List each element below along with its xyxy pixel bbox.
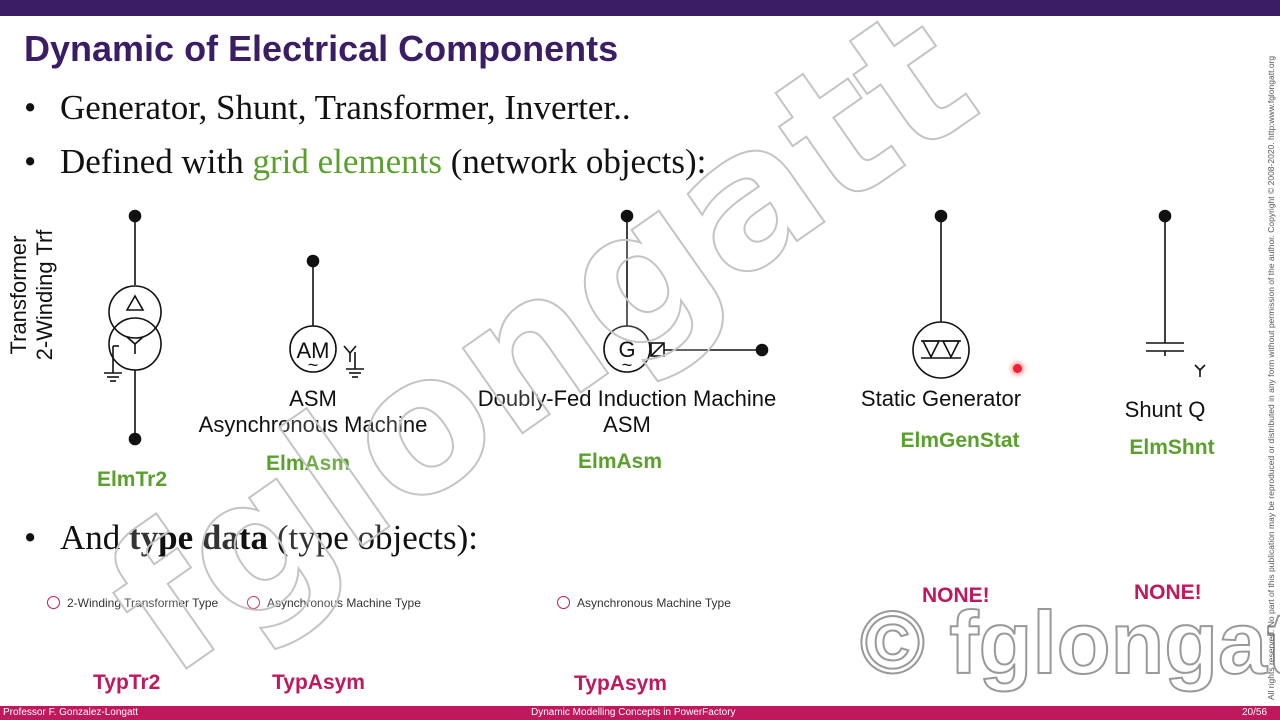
type-item-dfim-text: Asynchronous Machine Type xyxy=(577,596,731,610)
watermark-bottom: © fglongatt xyxy=(859,592,1280,693)
bullet-text-before: And xyxy=(60,518,130,557)
bullet-text-before: Defined with xyxy=(60,142,253,181)
dfim-label-line-2: ASM xyxy=(603,412,651,437)
none-shunt: NONE! xyxy=(1134,581,1202,604)
transformer-label-line-2: 2-Winding Trf xyxy=(32,229,57,361)
type-item-asm: Asynchronous Machine Type xyxy=(247,596,421,610)
bullet-text: Generator, Shunt, Transformer, Inverter.… xyxy=(60,88,631,127)
type-typasym-1: TypAsym xyxy=(272,671,365,694)
laser-pointer-dot xyxy=(1013,364,1022,373)
shunt-symbol xyxy=(1146,209,1206,377)
asm-type-icon xyxy=(247,596,260,609)
none-static-generator: NONE! xyxy=(922,584,990,607)
bullet-dot: • xyxy=(24,142,37,181)
transformer-label: Transformer 2-Winding Trf xyxy=(6,210,58,380)
bullet-highlight: grid elements xyxy=(252,142,442,181)
class-elmtr2: ElmTr2 xyxy=(96,468,168,491)
footer-course-title: Dynamic Modelling Concepts in PowerFacto… xyxy=(531,707,736,718)
type-item-dfim: Asynchronous Machine Type xyxy=(557,596,731,610)
bullet-text-after: (type objects): xyxy=(268,518,478,557)
class-elmasm-2: ElmAsm xyxy=(577,450,663,473)
bullet-bold: type data xyxy=(129,518,269,557)
type-item-transformer-text: 2-Winding Transformer Type xyxy=(67,596,219,610)
shunt-label: Shunt Q xyxy=(1105,397,1225,423)
class-elmgenstat: ElmGenStat xyxy=(900,429,1020,452)
dfim-symbol xyxy=(603,209,769,373)
static-generator-label: Static Generator xyxy=(841,386,1041,412)
transformer-type-icon xyxy=(47,596,60,609)
class-elmasm-1: ElmAsm xyxy=(265,452,351,475)
copyright-note: All rights reserved. No part of this pub… xyxy=(1266,55,1276,700)
dfim-label: Doubly-Fed Induction Machine ASM xyxy=(452,386,802,438)
static-generator-label-line-1: Static Generator xyxy=(860,386,1022,411)
footer-page-number: 20/56 xyxy=(1242,707,1268,718)
asm-symbol-text: AM xyxy=(297,338,330,363)
asm-label: ASM Asynchronous Machine xyxy=(183,386,443,438)
class-elmshnt: ElmShnt xyxy=(1129,436,1215,459)
transformer-label-line-1: Transformer xyxy=(6,235,31,355)
transformer-symbol xyxy=(104,209,162,446)
bullet-text-after: (network objects): xyxy=(441,142,707,181)
top-bar xyxy=(0,0,1280,16)
gen-tilde: ~ xyxy=(622,355,633,375)
footer-bar: Professor F. Gonzalez-Longatt Dynamic Mo… xyxy=(0,706,1280,720)
gen-symbol-text: G xyxy=(618,337,635,362)
static-generator-symbol xyxy=(912,209,970,379)
asm-label-line-2: Asynchronous Machine xyxy=(198,412,428,437)
slide-title: Dynamic of Electrical Components xyxy=(24,28,619,69)
footer-author: Professor F. Gonzalez-Longatt xyxy=(3,707,139,718)
asm-type-icon xyxy=(557,596,570,609)
bullet-type-data: • And type data (type objects): xyxy=(24,518,478,558)
bullet-components: • Generator, Shunt, Transformer, Inverter… xyxy=(24,88,631,128)
shunt-label-line-1: Shunt Q xyxy=(1124,397,1206,422)
asm-tilde: ~ xyxy=(308,355,319,375)
type-typtr2: TypTr2 xyxy=(93,671,161,694)
dfim-label-line-1: Doubly-Fed Induction Machine xyxy=(477,386,777,411)
bullet-grid-elements: • Defined with grid elements (network obj… xyxy=(24,142,706,182)
bullet-dot: • xyxy=(24,88,37,127)
bullet-dot: • xyxy=(24,518,37,557)
type-item-transformer: 2-Winding Transformer Type xyxy=(47,596,218,610)
asm-symbol xyxy=(289,254,364,378)
type-typasym-2: TypAsym xyxy=(574,672,667,695)
asm-label-line-1: ASM xyxy=(289,386,337,411)
type-item-asm-text: Asynchronous Machine Type xyxy=(267,596,421,610)
